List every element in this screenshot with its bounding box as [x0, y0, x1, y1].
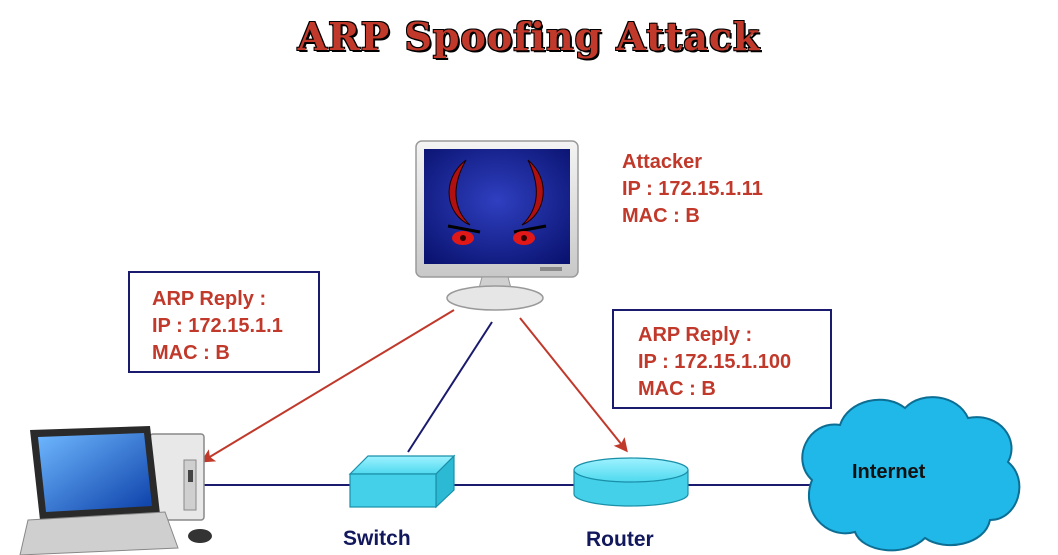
arp-reply-left-heading: ARP Reply : — [152, 288, 267, 310]
spoof-arrows — [200, 309, 628, 463]
switch-label: Switch — [343, 527, 411, 550]
diagram-title: ARP Spoofing Attack — [297, 14, 761, 59]
attacker-ip: IP : 172.15.1.11 — [622, 178, 763, 200]
router-icon — [573, 457, 689, 507]
victim-computer-icon — [19, 426, 212, 555]
arp-reply-box-right: ARP Reply : IP : 172.15.1.100 MAC : B — [612, 309, 832, 409]
arrow-to-router — [519, 317, 628, 453]
network-links — [204, 321, 810, 486]
internet-cloud-icon — [801, 396, 1021, 552]
arp-reply-left-mac: MAC : B — [152, 342, 230, 364]
internet-label: Internet — [852, 461, 926, 483]
attacker-info: Attacker IP : 172.15.1.11 MAC : B — [622, 149, 763, 230]
arp-reply-right-ip: IP : 172.15.1.100 — [638, 351, 792, 373]
router-label: Router — [586, 528, 654, 551]
attacker-name: Attacker — [622, 151, 703, 173]
link-attacker-switch — [407, 321, 493, 453]
arp-reply-right-mac: MAC : B — [638, 378, 716, 400]
arp-reply-right-heading: ARP Reply : — [638, 324, 753, 346]
attacker-mac: MAC : B — [622, 205, 700, 227]
switch-icon — [348, 454, 456, 509]
arp-reply-left-ip: IP : 172.15.1.1 — [152, 315, 283, 337]
arrow-to-laptop — [200, 309, 455, 463]
arp-reply-box-left: ARP Reply : IP : 172.15.1.1 MAC : B — [128, 271, 320, 373]
attacker-monitor-icon — [415, 140, 579, 311]
